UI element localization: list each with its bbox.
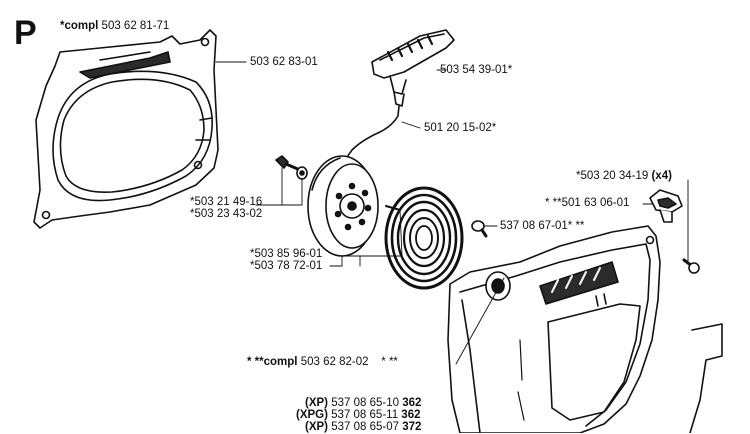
variant-row: (XP) 537 08 65-10 362 [305, 397, 421, 410]
grommet [642, 189, 683, 223]
spring-screw [471, 220, 498, 238]
leader-lines [215, 61, 505, 365]
variant-model: (XP) [305, 397, 328, 409]
label-spring: 537 08 67-01* ** [500, 220, 585, 232]
label-compl-number: 503 62 81-71 [101, 20, 170, 32]
label-housing: 503 62 83-01 [250, 56, 318, 68]
variant-model: (XPG) [296, 409, 328, 421]
variant-code: 362 [401, 409, 421, 421]
variant-number: 537 08 65-10 [331, 397, 399, 409]
label-pulley-a: *503 85 96-01 [250, 248, 323, 260]
variant-number: 537 08 65-07 [331, 421, 399, 433]
variant-model: (XP) [305, 421, 328, 433]
label-handle: 503 54 39-01* [440, 64, 513, 76]
label-screw-x4: *503 20 34-19 (x4) [576, 170, 672, 183]
cover-screw [682, 179, 700, 274]
variant-code: 362 [402, 397, 422, 409]
label-cover-suffix: * ** [381, 356, 398, 368]
starter-cover [447, 225, 661, 433]
label-screw-b: *503 23 43-02 [190, 208, 263, 220]
label-cover-compl: * **compl 503 62 82-02 * ** [247, 356, 398, 369]
label-pulley-b: *503 78 72-01 [250, 260, 323, 272]
starter-pulley [307, 155, 379, 267]
fan-housing [33, 29, 219, 229]
section-letter: P [14, 14, 37, 52]
label-grommet: * **501 63 06-01 [545, 197, 630, 209]
frame-edge [689, 323, 723, 433]
label-compl-housing-set: *compl 503 62 81-71 [60, 20, 169, 33]
starter-handle [371, 29, 455, 107]
variant-row: (XP) 537 08 65-07 372 [305, 421, 421, 434]
variant-number: 537 08 65-11 [331, 409, 399, 421]
label-screw-a: *503 21 49-16 [190, 196, 263, 208]
label-screw-x4-number: *503 20 34-19 [576, 170, 649, 182]
label-cord: 501 20 15-02* [424, 122, 497, 134]
label-cover-number: 503 62 82-02 [300, 356, 369, 368]
label-screw-x4-qty: (x4) [651, 170, 672, 182]
variant-code: 372 [402, 421, 422, 433]
screw-and-washer [275, 155, 308, 206]
variant-row: (XPG) 537 08 65-11 362 [296, 409, 420, 422]
label-compl-prefix: *compl [60, 20, 99, 32]
recoil-spring [384, 186, 464, 290]
label-cover-prefix: * **compl [247, 356, 298, 368]
